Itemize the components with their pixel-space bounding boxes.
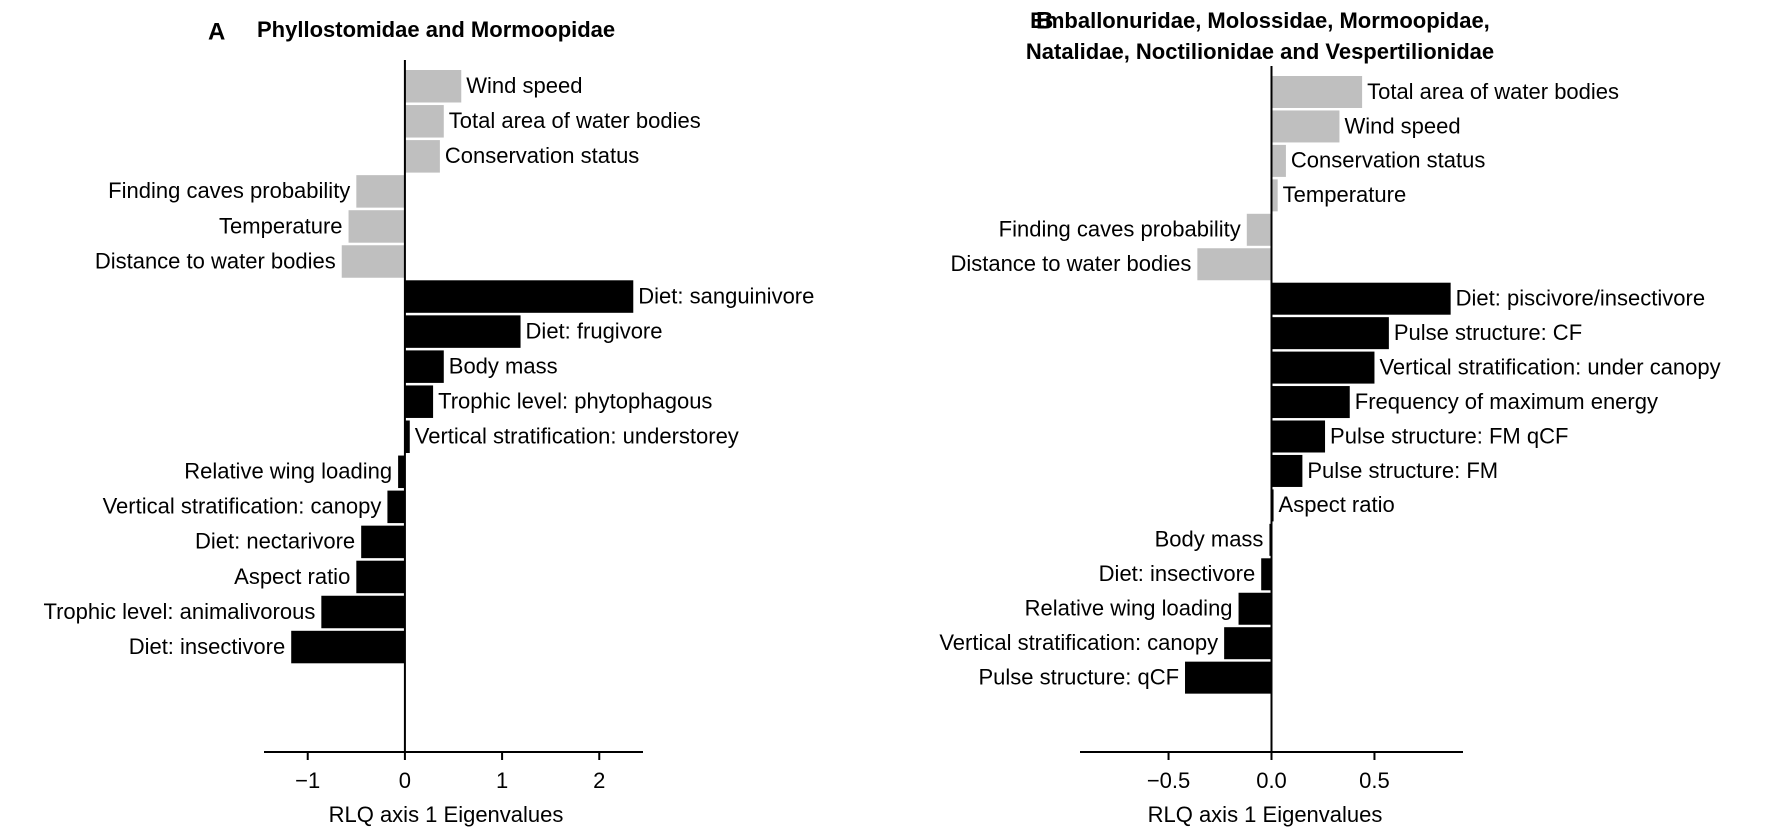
bar-label: Pulse structure: FM — [1307, 458, 1498, 483]
bar-label: Aspect ratio — [1279, 492, 1395, 517]
bar-label: Relative wing loading — [184, 459, 392, 484]
bar-label: Finding caves probability — [108, 178, 350, 203]
panel-letter: A — [208, 18, 225, 45]
bar-environment — [1271, 179, 1278, 212]
bar-label: Diet: frugivore — [526, 318, 663, 343]
panel-title: Emballonuridae, Molossidae, Mormoopidae, — [1030, 8, 1490, 33]
bar-label: Wind speed — [1344, 113, 1460, 138]
bar-trait — [1238, 592, 1272, 625]
bar-environment — [404, 70, 462, 103]
bar-trait — [291, 630, 405, 664]
bar-trait — [404, 420, 410, 453]
bar-trait — [1271, 351, 1375, 384]
bar-label: Diet: insectivore — [1099, 561, 1256, 586]
bar-trait — [1271, 282, 1451, 315]
bar-label: Finding caves probability — [999, 217, 1241, 242]
panel-letter: B — [1036, 7, 1053, 34]
x-tick-label: 0.0 — [1256, 768, 1287, 793]
bar-trait — [1271, 317, 1389, 350]
bar-label: Relative wing loading — [1025, 596, 1233, 621]
bar-environment — [348, 210, 405, 243]
bar-trait — [1224, 627, 1272, 660]
bar-label: Diet: insectivore — [129, 634, 286, 659]
bar-label: Vertical stratification: understorey — [415, 424, 739, 449]
bar-environment — [1197, 248, 1272, 281]
bar-label: Pulse structure: qCF — [979, 664, 1180, 689]
bar-environment — [404, 105, 444, 138]
x-tick-label: 2 — [593, 768, 605, 793]
bar-label: Frequency of maximum energy — [1355, 389, 1658, 414]
x-tick-label: −0.5 — [1147, 768, 1190, 793]
bar-label: Body mass — [449, 353, 558, 378]
bar-label: Diet: piscivore/insectivore — [1456, 286, 1705, 311]
bar-label: Trophic level: animalivorous — [43, 599, 315, 624]
bar-environment — [1246, 213, 1272, 246]
bar-trait — [1261, 558, 1272, 591]
x-tick-label: −1 — [295, 768, 320, 793]
bar-environment — [1271, 76, 1363, 108]
bar-environment — [404, 140, 440, 173]
x-axis-title: RLQ axis 1 Eigenvalues — [329, 802, 564, 827]
bar-label: Total area of water bodies — [1367, 79, 1619, 104]
bar-trait — [1271, 386, 1350, 419]
bar-trait — [404, 385, 434, 418]
bar-label: Aspect ratio — [234, 564, 350, 589]
bar-trait — [1271, 454, 1303, 487]
bar-label: Pulse structure: CF — [1394, 320, 1582, 345]
bar-trait — [404, 280, 634, 313]
bar-trait — [387, 490, 405, 524]
panel-title: Natalidae, Noctilionidae and Vespertilio… — [1026, 39, 1494, 64]
bar-trait — [356, 560, 405, 594]
x-tick-label: 0 — [399, 768, 411, 793]
bar-trait — [398, 455, 405, 489]
x-tick-label: 1 — [496, 768, 508, 793]
bar-label: Temperature — [219, 213, 343, 238]
bar-label: Vertical stratification: under canopy — [1379, 354, 1720, 379]
bar-label: Distance to water bodies — [95, 248, 336, 273]
bar-label: Conservation status — [445, 143, 639, 168]
bar-label: Vertical stratification: canopy — [939, 630, 1218, 655]
bar-trait — [321, 595, 405, 629]
bar-trait — [361, 525, 405, 559]
bar-environment — [1271, 144, 1286, 177]
bar-environment — [1271, 110, 1340, 143]
bar-label: Total area of water bodies — [449, 108, 701, 133]
bar-label: Body mass — [1155, 527, 1264, 552]
bar-label: Temperature — [1283, 182, 1407, 207]
bar-trait — [404, 315, 521, 348]
bar-label: Pulse structure: FM qCF — [1330, 423, 1568, 448]
bar-label: Distance to water bodies — [950, 251, 1191, 276]
bar-trait — [1271, 420, 1326, 453]
bar-label: Trophic level: phytophagous — [438, 389, 712, 414]
bar-label: Diet: nectarivore — [195, 529, 355, 554]
bar-label: Vertical stratification: canopy — [103, 494, 382, 519]
panel-title: Phyllostomidae and Mormoopidae — [257, 17, 615, 42]
bar-trait — [1269, 523, 1272, 556]
bar-label: Diet: sanguinivore — [638, 283, 814, 308]
x-tick-label: 0.5 — [1359, 768, 1390, 793]
x-axis-title: RLQ axis 1 Eigenvalues — [1148, 802, 1383, 827]
bar-environment — [356, 175, 405, 208]
bar-trait — [1185, 661, 1272, 694]
bar-label: Conservation status — [1291, 148, 1485, 173]
bar-environment — [341, 245, 405, 278]
bar-label: Wind speed — [466, 73, 582, 98]
bar-trait — [1271, 489, 1274, 522]
bar-trait — [404, 350, 444, 383]
